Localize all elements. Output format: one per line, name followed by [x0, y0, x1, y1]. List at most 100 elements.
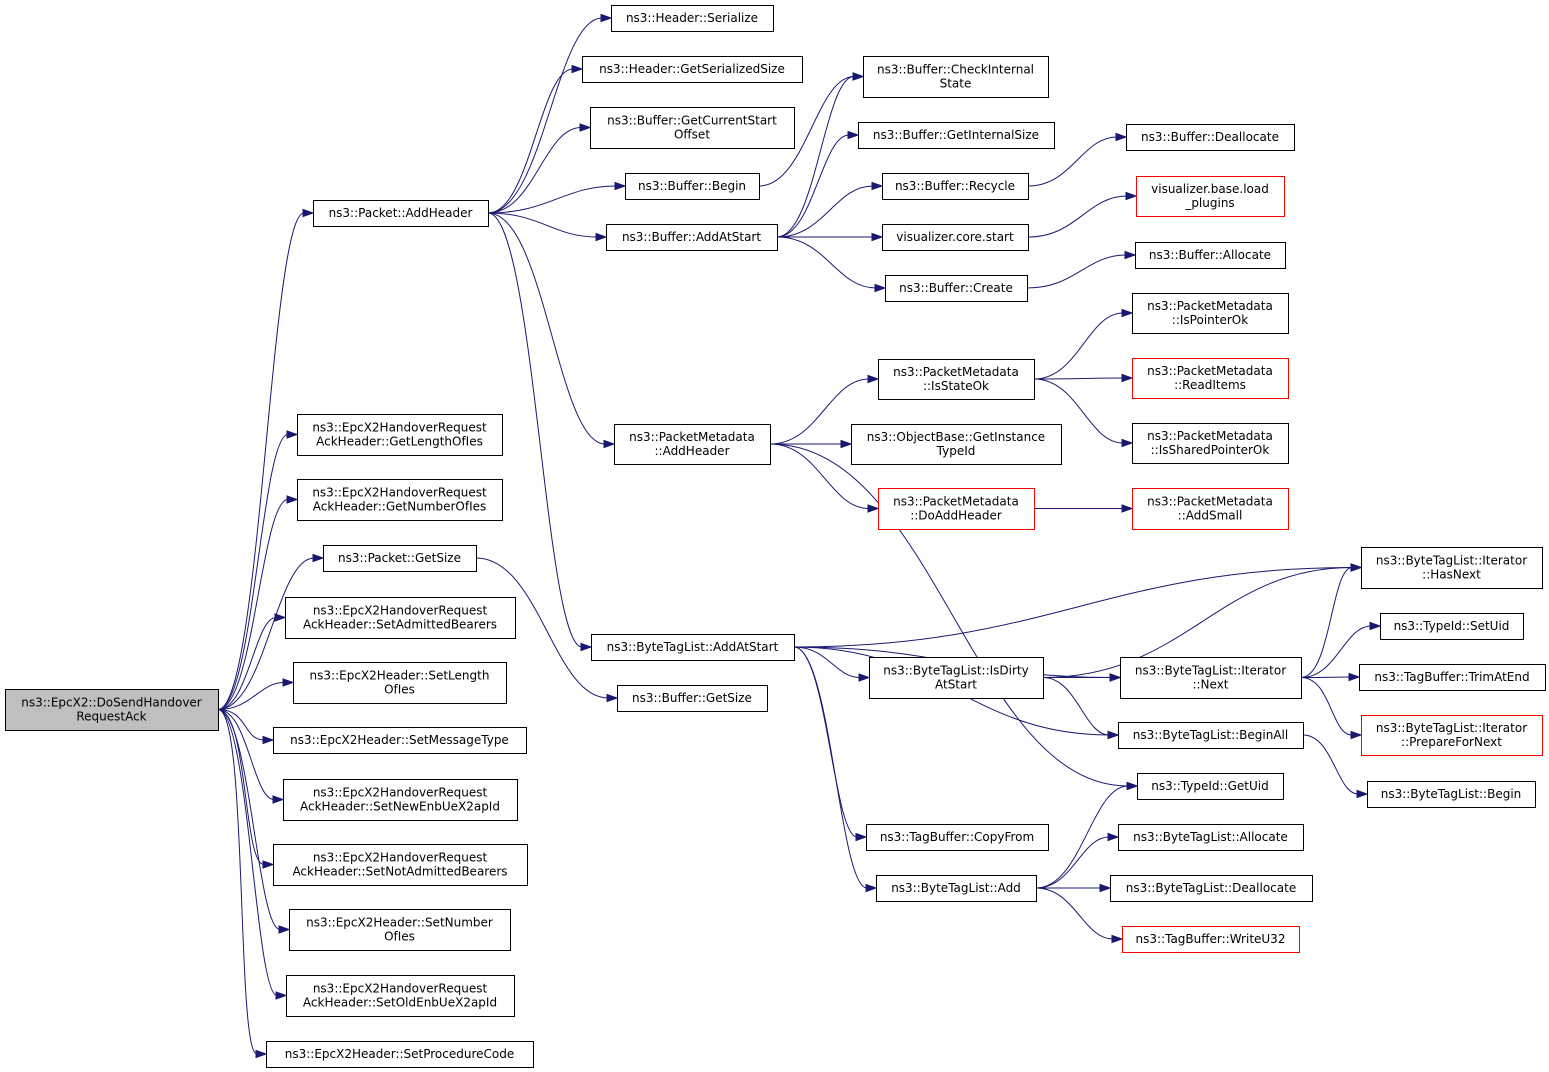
node-set-not-admitted-bearers[interactable]: ns3::EpcX2HandoverRequestAckHeader::SetN…	[273, 844, 528, 886]
node-box	[323, 545, 477, 572]
node-buffer-allocate[interactable]: ns3::Buffer::Allocate	[1135, 242, 1286, 269]
node-buffer-get-internal-size[interactable]: ns3::Buffer::GetInternalSize	[858, 122, 1055, 149]
arrowhead-icon	[871, 181, 884, 191]
node-box	[1132, 358, 1289, 399]
node-label: ns3::EpcX2Header::SetNumber	[306, 916, 493, 930]
node-buffer-deallocate[interactable]: ns3::Buffer::Deallocate	[1126, 124, 1295, 151]
node-tag-buffer-trim-at-end[interactable]: ns3::TagBuffer::TrimAtEnd	[1359, 664, 1546, 691]
node-byte-tag-list-add[interactable]: ns3::ByteTagList::Add	[876, 875, 1037, 902]
call-edge-do-send-handover-request-ack-to-packet-get-size	[217, 557, 315, 710]
call-edge-buffer-add-at-start-to-buffer-recycle	[776, 185, 874, 238]
node-iterator-has-next[interactable]: ns3::ByteTagList::Iterator::HasNext	[1361, 547, 1543, 589]
arrowhead-icon	[1111, 934, 1124, 944]
node-set-message-type[interactable]: ns3::EpcX2Header::SetMessageType	[273, 727, 527, 754]
call-edge-packet-add-header-to-buffer-add-at-start	[487, 212, 598, 238]
node-box	[614, 424, 771, 465]
arrowhead-icon	[603, 439, 616, 449]
node-label: ns3::ByteTagList::IsDirty	[883, 664, 1028, 678]
node-packet-get-size[interactable]: ns3::Packet::GetSize	[323, 545, 477, 572]
node-box	[1135, 242, 1286, 269]
node-packet-metadata-is-pointer-ok[interactable]: ns3::PacketMetadata::IsPointerOk	[1132, 293, 1289, 334]
node-packet-metadata-add-small[interactable]: ns3::PacketMetadata::AddSmall	[1132, 488, 1289, 530]
node-byte-tag-list-allocate[interactable]: ns3::ByteTagList::Allocate	[1118, 824, 1304, 851]
call-edge-byte-tag-list-is-dirty-at-start-to-iterator-has-next	[1042, 567, 1353, 678]
node-get-length-of-ies[interactable]: ns3::EpcX2HandoverRequestAckHeader::GetL…	[297, 414, 503, 456]
node-label: ::DoAddHeader	[910, 509, 1002, 523]
node-box	[866, 824, 1049, 851]
node-label: ns3::ObjectBase::GetInstance	[867, 430, 1045, 444]
edges-layer	[217, 13, 1382, 1059]
node-label: ns3::EpcX2HandoverRequest	[313, 851, 488, 865]
call-edge-byte-tag-list-begin-all-to-byte-tag-list-begin	[1302, 734, 1359, 795]
node-byte-tag-list-begin[interactable]: ns3::ByteTagList::Begin	[1367, 781, 1536, 808]
node-buffer-create[interactable]: ns3::Buffer::Create	[885, 275, 1028, 302]
arrowhead-icon	[855, 832, 868, 842]
node-byte-tag-list-deallocate[interactable]: ns3::ByteTagList::Deallocate	[1110, 875, 1313, 902]
call-edge-iterator-next-to-iterator-prepare-for-next	[1300, 677, 1353, 736]
node-label: AckHeader::SetAdmittedBearers	[303, 618, 497, 632]
arrowhead-icon	[302, 208, 315, 218]
node-buffer-begin[interactable]: ns3::Buffer::Begin	[625, 173, 760, 200]
node-header-serialize[interactable]: ns3::Header::Serialize	[611, 5, 774, 32]
node-label: ns3::ByteTagList::BeginAll	[1133, 728, 1288, 742]
node-buffer-recycle[interactable]: ns3::Buffer::Recycle	[882, 173, 1029, 200]
node-type-id-get-uid[interactable]: ns3::TypeId::GetUid	[1137, 773, 1284, 800]
node-label: ::ReadItems	[1174, 378, 1246, 392]
node-label: ns3::TagBuffer::TrimAtEnd	[1374, 670, 1529, 684]
node-tag-buffer-copy-from[interactable]: ns3::TagBuffer::CopyFrom	[866, 824, 1049, 851]
node-label: ns3::Header::Serialize	[626, 11, 758, 25]
call-edge-do-send-handover-request-ack-to-set-admitted-bearers	[217, 617, 277, 710]
arrowhead-icon	[1350, 730, 1363, 740]
node-packet-add-header[interactable]: ns3::Packet::AddHeader	[313, 200, 489, 227]
node-set-old-enb-ue-x2ap-id[interactable]: ns3::EpcX2HandoverRequestAckHeader::SetO…	[286, 975, 515, 1017]
node-box	[1137, 773, 1284, 800]
node-label: ::HasNext	[1422, 568, 1481, 582]
call-edge-buffer-recycle-to-buffer-deallocate	[1027, 136, 1118, 187]
node-label: ns3::Buffer::Allocate	[1149, 248, 1271, 262]
node-label: ns3::Buffer::GetSize	[632, 691, 752, 705]
node-packet-metadata-is-shared-pointer-ok[interactable]: ns3::PacketMetadata::IsSharedPointerOk	[1132, 423, 1289, 464]
arrowhead-icon	[278, 925, 291, 934]
node-iterator-prepare-for-next[interactable]: ns3::ByteTagList::Iterator::PrepareForNe…	[1361, 715, 1543, 756]
node-box	[1359, 664, 1546, 691]
node-get-number-of-ies[interactable]: ns3::EpcX2HandoverRequestAckHeader::GetN…	[297, 479, 503, 521]
node-byte-tag-list-add-at-start[interactable]: ns3::ByteTagList::AddAtStart	[591, 634, 795, 661]
node-box	[885, 275, 1028, 302]
arrowhead-icon	[1115, 132, 1128, 142]
node-buffer-get-size[interactable]: ns3::Buffer::GetSize	[617, 685, 768, 712]
node-packet-metadata-read-items[interactable]: ns3::PacketMetadata::ReadItems	[1132, 358, 1289, 399]
node-buffer-add-at-start[interactable]: ns3::Buffer::AddAtStart	[606, 224, 778, 251]
node-label: ns3::TagBuffer::WriteU32	[1136, 932, 1286, 946]
node-packet-metadata-add-header[interactable]: ns3::PacketMetadata::AddHeader	[614, 424, 771, 465]
arrowhead-icon	[852, 72, 865, 81]
node-packet-metadata-is-state-ok[interactable]: ns3::PacketMetadata::IsStateOk	[878, 359, 1035, 400]
node-box	[285, 597, 516, 639]
call-edge-iterator-next-to-type-id-set-uid	[1300, 625, 1372, 678]
node-set-admitted-bearers[interactable]: ns3::EpcX2HandoverRequestAckHeader::SetA…	[285, 597, 516, 639]
node-type-id-set-uid[interactable]: ns3::TypeId::SetUid	[1380, 613, 1524, 640]
arrowhead-icon	[262, 735, 275, 745]
node-set-procedure-code[interactable]: ns3::EpcX2Header::SetProcedureCode	[266, 1041, 534, 1068]
arrowhead-icon	[1348, 672, 1361, 682]
node-set-new-enb-ue-x2ap-id[interactable]: ns3::EpcX2HandoverRequestAckHeader::SetN…	[283, 779, 518, 821]
node-packet-metadata-do-add-header[interactable]: ns3::PacketMetadata::DoAddHeader	[878, 488, 1035, 530]
node-label: ns3::Buffer::AddAtStart	[622, 230, 761, 244]
node-header-get-serialized-size[interactable]: ns3::Header::GetSerializedSize	[582, 56, 803, 83]
node-box	[286, 975, 515, 1017]
node-visualizer-core-start[interactable]: visualizer.core.start	[882, 224, 1029, 251]
node-tag-buffer-write-u32[interactable]: ns3::TagBuffer::WriteU32	[1122, 926, 1300, 953]
arrowhead-icon	[282, 678, 295, 687]
node-label: AckHeader::SetNotAdmittedBearers	[292, 865, 507, 879]
node-label: ns3::Buffer::Create	[899, 281, 1013, 295]
node-byte-tag-list-begin-all[interactable]: ns3::ByteTagList::BeginAll	[1118, 722, 1304, 749]
node-visualizer-base-load-plugins[interactable]: visualizer.base.load_plugins	[1136, 176, 1285, 217]
node-label: ns3::Buffer::Begin	[638, 179, 746, 193]
node-iterator-next[interactable]: ns3::ByteTagList::Iterator::Next	[1120, 657, 1302, 699]
